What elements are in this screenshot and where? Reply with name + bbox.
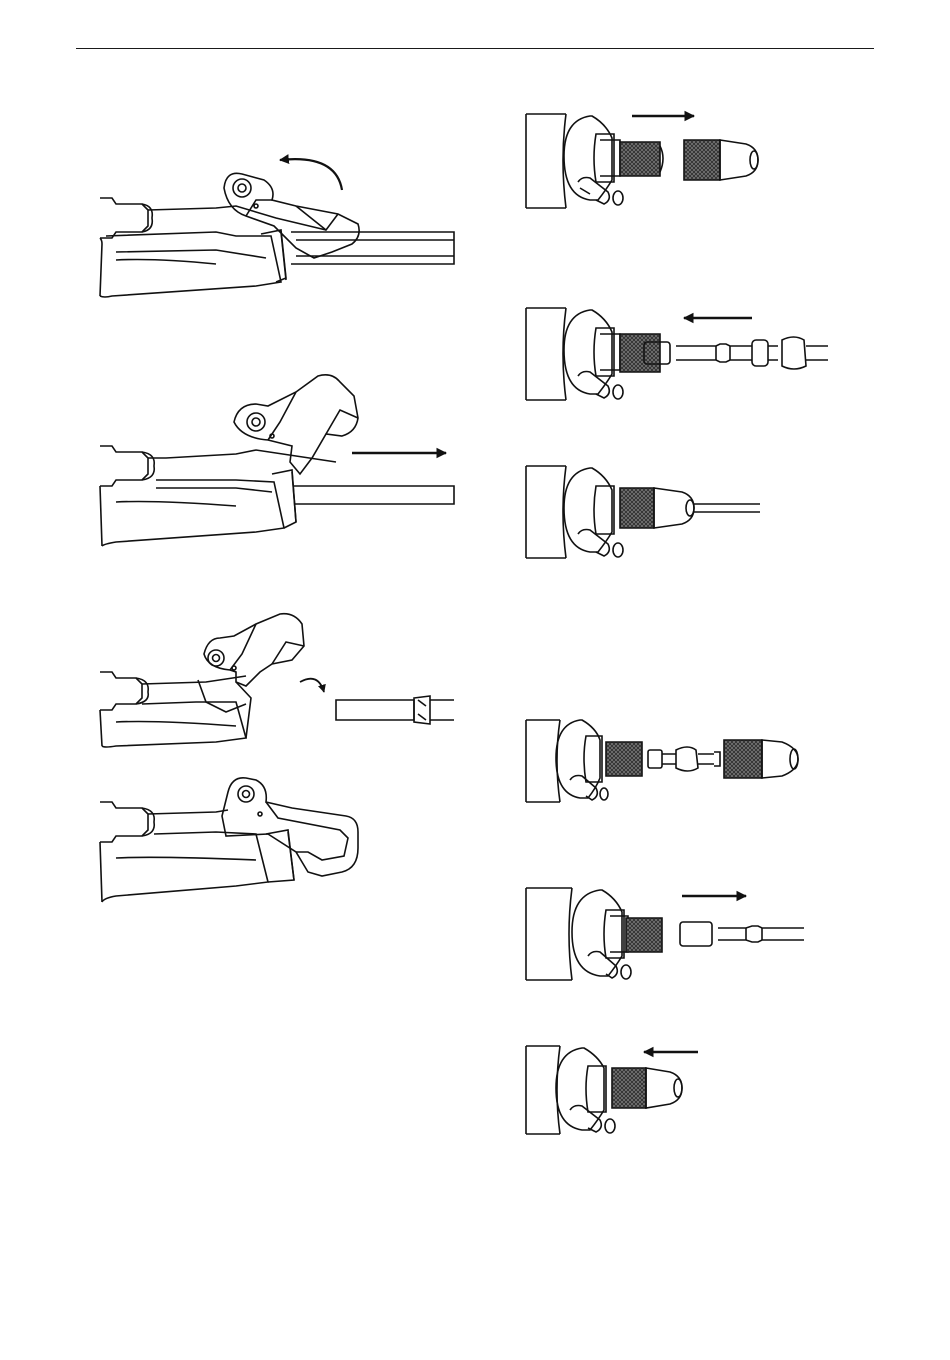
figure-nozzle-exploded-assembly [520,712,810,808]
chisel [336,696,454,724]
thread [620,142,660,176]
tool-body [100,672,251,747]
tool-body [100,198,326,297]
nozzle-body [526,114,623,208]
figure-nozzle-cap-fitted [520,456,770,566]
thread [626,918,662,952]
figure-breaker-insert-chisel [96,602,458,752]
thread [606,742,642,776]
header-rule [76,48,874,49]
nozzle-body [526,1046,615,1134]
figure-nozzle-push-cap [520,1040,720,1140]
figure-nozzle-fit-parts [520,300,836,406]
nozzle-body [526,308,623,400]
figure-nozzle-pull-tube [520,876,812,984]
tube-assembly [676,337,828,369]
lever [234,375,358,474]
chisel-shaft [291,232,454,264]
figure-breaker-pull-chisel [96,362,458,548]
nozzle-body [526,888,631,980]
cap [612,1068,682,1108]
figure-breaker-lever-raise [96,140,458,300]
chisel-shaft [294,486,454,504]
tool-body [100,446,336,546]
figure-breaker-lever-closed [96,772,366,906]
tube [694,504,760,512]
tool-body [100,802,294,902]
figure-nozzle-remove-cap [520,100,790,216]
parts [648,740,798,778]
curved-arrow-down-icon [300,679,324,692]
ferrule [680,922,712,946]
thread [620,334,660,372]
lever [204,614,304,686]
cap [620,488,694,528]
lever [222,778,358,876]
curved-arrow-up-left-icon [280,159,342,190]
lever [224,173,359,258]
tube [718,926,804,942]
cap [684,140,758,180]
nozzle-body [526,466,623,558]
nozzle-body [526,720,608,802]
